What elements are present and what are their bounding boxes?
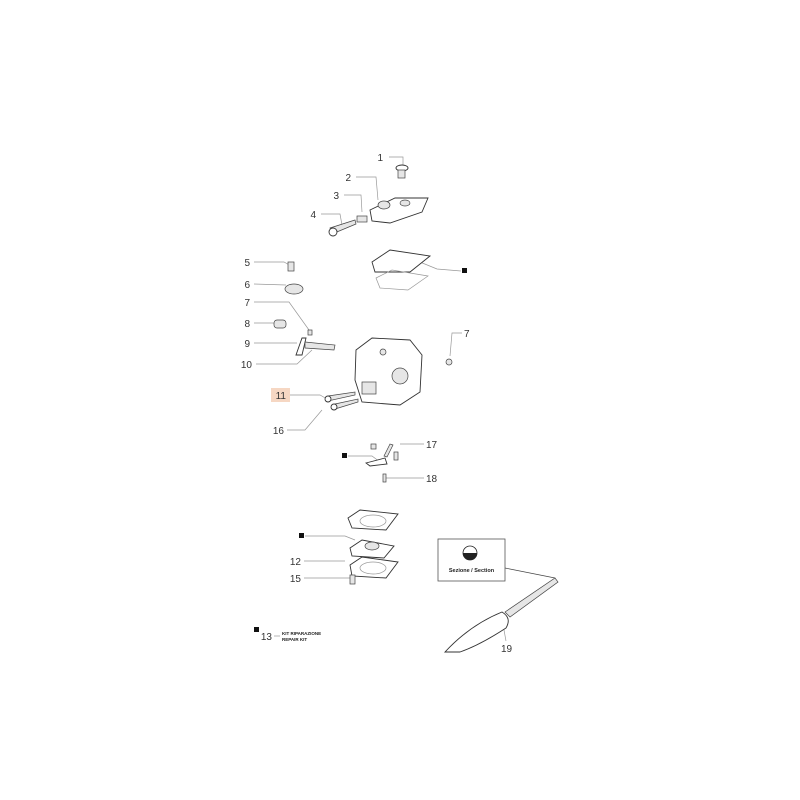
part-lever-9 (295, 337, 336, 356)
callout-7: 7 (244, 298, 250, 309)
kit-square-icon (342, 453, 347, 458)
part-18 (382, 473, 387, 483)
callout-1: 1 (377, 153, 383, 164)
part-screw-11 (324, 391, 356, 403)
part-8 (273, 319, 287, 329)
part-diaphragm-stack (347, 509, 399, 579)
section-label: Sezione / Section (449, 568, 495, 574)
callout-12: 12 (290, 557, 302, 568)
kit-label-it: KIT RIPARAZIONE (282, 631, 321, 636)
callout-4: 4 (310, 210, 316, 221)
kit-label-en: REPAIR KIT (282, 637, 307, 642)
part-disc-6 (284, 283, 304, 295)
page-bottom-blank (0, 656, 800, 800)
part-screw-1 (395, 164, 409, 179)
callout-6: 6 (244, 280, 250, 291)
callout-5: 5 (244, 258, 250, 269)
part-7 (307, 329, 313, 336)
part-5 (287, 261, 295, 272)
callout-19: 19 (501, 644, 513, 655)
part-gaskets-kit (371, 249, 432, 291)
kit-square-icon (462, 268, 467, 273)
part-cover-2 (369, 197, 429, 224)
callout-9: 9 (244, 339, 250, 350)
callout-13: 13 (261, 632, 273, 643)
kit-markers (254, 268, 467, 632)
callout-10: 10 (241, 360, 253, 371)
part-screw-16 (330, 398, 359, 411)
part-carburetor-body (354, 337, 423, 406)
part-valve-group (364, 443, 399, 467)
callout-2: 2 (345, 173, 351, 184)
highlight-box-11 (271, 388, 290, 402)
callout-18: 18 (426, 474, 438, 485)
section-box: Sezione / Section (437, 538, 506, 582)
callout-8: 8 (244, 319, 250, 330)
callout-15: 15 (290, 574, 302, 585)
part-spring-3 (356, 215, 368, 223)
callout-7-right: 7 (464, 329, 470, 340)
part-7-right (445, 358, 453, 366)
kit-square-icon (254, 627, 259, 632)
part-needle-4 (328, 219, 357, 237)
callout-16: 16 (273, 426, 285, 437)
callout-11-highlighted: 11 (276, 391, 287, 402)
callout-3: 3 (333, 191, 339, 202)
callout-17: 17 (426, 440, 438, 451)
kit-square-icon (299, 533, 304, 538)
callouts: 1 2 3 4 5 6 7 8 9 10 11 16 7 17 18 12 15… (241, 153, 513, 655)
part-screw-15 (349, 574, 356, 585)
part-screwdriver-19 (443, 577, 559, 653)
